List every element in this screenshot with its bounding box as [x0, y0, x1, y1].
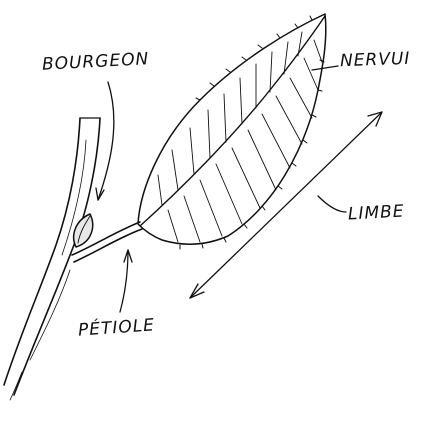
label-limbe: LIMBE: [348, 202, 406, 225]
label-nervure: NERVUI: [340, 49, 411, 71]
leaf-veins: [158, 32, 322, 242]
annotation-arrows: [96, 66, 382, 312]
twig: [4, 118, 100, 400]
bud: [74, 214, 93, 247]
leaf-blade: [138, 14, 326, 249]
